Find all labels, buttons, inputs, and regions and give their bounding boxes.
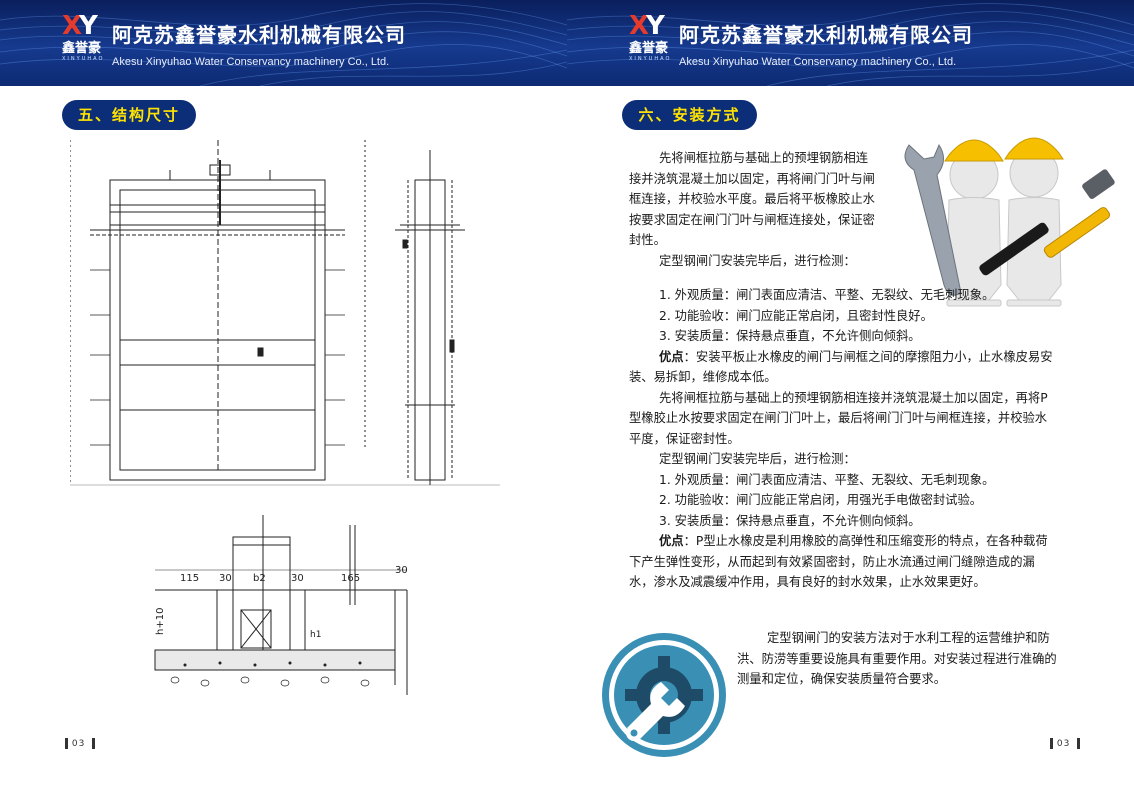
gate-elevation-drawing	[70, 140, 500, 486]
right-page: XY 鑫誉豪 XINYUHAO 阿克苏鑫誉豪水利机械有限公司 Akesu Xin…	[567, 0, 1134, 801]
section-title: 六、安装方式	[622, 100, 757, 130]
wave-pattern	[567, 3, 1134, 86]
header-banner: XY 鑫誉豪 XINYUHAO 阿克苏鑫誉豪水利机械有限公司 Akesu Xin…	[0, 0, 567, 86]
gate-section-drawing: 115 30 b2 30 165 30 h+10 h1	[154, 515, 408, 695]
install-body-text: 1. 外观质量：闸门表面应清洁、平整、无裂纹、无毛刺现象。 2. 功能验收：闸门…	[629, 285, 1059, 593]
section-title: 五、结构尺寸	[62, 100, 196, 130]
gear-wrench-icon	[602, 633, 726, 757]
install-conclusion-para: 定型钢闸门的安装方法对于水利工程的运营维护和防洪、防涝等重要设施具有重要作用。对…	[737, 631, 1057, 686]
list-item: 3. 安装质量：保持悬点垂直，不允许侧向倾斜。	[659, 329, 921, 343]
company-name-cn: 阿克苏鑫誉豪水利机械有限公司	[679, 23, 973, 47]
header-banner: XY 鑫誉豪 XINYUHAO 阿克苏鑫誉豪水利机械有限公司 Akesu Xin…	[567, 0, 1134, 86]
page-number: 03	[62, 738, 96, 749]
company-name-cn: 阿克苏鑫誉豪水利机械有限公司	[112, 23, 406, 47]
dim-label: 115	[180, 573, 199, 584]
page-number: 03	[1047, 738, 1081, 749]
company-name-en: Akesu Xinyuhao Water Conservancy machine…	[112, 56, 390, 68]
company-logo: XY 鑫誉豪 XINYUHAO	[629, 11, 672, 62]
list-item: 2. 功能验收：闸门应能正常启闭，用强光手电做密封试验。	[659, 493, 983, 507]
dim-label: b2	[253, 573, 266, 584]
dim-label: 30	[291, 573, 304, 584]
dim-label: 165	[341, 573, 360, 584]
advantage-para: 优点：安装平板止水橡皮的闸门与闸框之间的摩擦阻力小，止水橡皮易安装、易拆卸，维修…	[629, 349, 1053, 385]
dim-label: h+10	[155, 608, 166, 635]
wave-pattern	[0, 3, 567, 86]
list-item: 3. 安装质量：保持悬点垂直，不允许侧向倾斜。	[659, 513, 921, 528]
left-page: XY 鑫誉豪 XINYUHAO 阿克苏鑫誉豪水利机械有限公司 Akesu Xin…	[0, 0, 567, 749]
install-intro-para: 先将闸框拉筋与基础上的预埋钢筋相连接并浇筑混凝土加以固定，再将闸门门叶与闸框连接…	[629, 151, 875, 268]
workers-illustration	[904, 137, 1115, 307]
company-name-en: Akesu Xinyuhao Water Conservancy machine…	[679, 56, 957, 68]
list-item: 1. 外观质量：闸门表面应清洁、平整、无裂纹、无毛刺现象。	[659, 472, 995, 487]
dim-label: 30	[395, 565, 408, 576]
company-logo: XY 鑫誉豪 XINYUHAO	[62, 11, 105, 62]
dim-label: h1	[310, 630, 321, 640]
advantage-para: 优点：P型止水橡皮是利用橡胶的高弹性和压缩变形的特点，在各种载荷下产生弹性变形，…	[629, 534, 1048, 589]
list-item: 1. 外观质量：闸门表面应清洁、平整、无裂纹、无毛刺现象。	[659, 288, 995, 302]
dim-label: 30	[219, 573, 232, 584]
list-item: 2. 功能验收：闸门应能正常启闭，且密封性良好。	[659, 308, 933, 323]
